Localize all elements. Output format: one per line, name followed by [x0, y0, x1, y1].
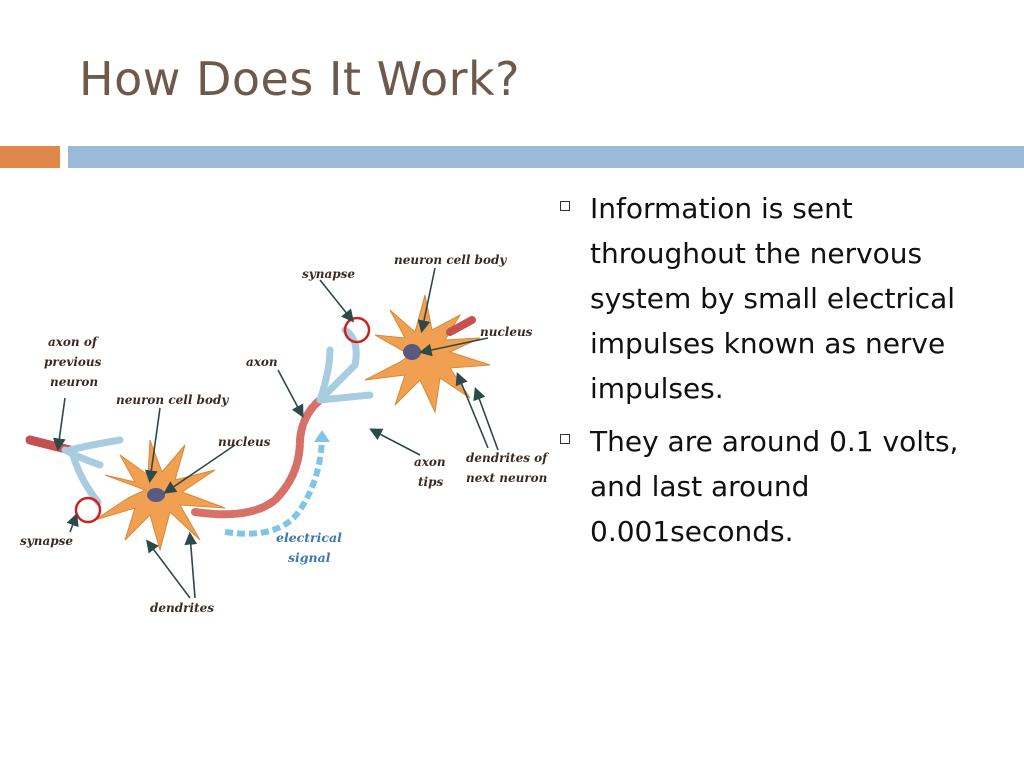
square-bullet-icon: [560, 434, 570, 444]
electrical-signal-arrow: [224, 430, 330, 537]
label-dendrites: dendrites: [150, 601, 214, 615]
label-synapse-top: synapse: [302, 267, 355, 281]
synapse-circle-bottom: [74, 496, 102, 524]
axon: [191, 396, 324, 519]
label-neuron-cell-body-left: neuron cell body: [116, 393, 229, 407]
label-dendrites-next-1: dendrites of: [466, 451, 549, 465]
label-axon-previous-2: previous: [44, 355, 102, 369]
label-axon-tips-1: axon: [414, 455, 446, 469]
label-axon-previous-1: axon of: [48, 335, 99, 349]
label-axon: axon: [246, 355, 278, 369]
accent-bar-blue: [68, 146, 1024, 168]
synapse-circle-top: [343, 316, 371, 344]
label-synapse-bottom: synapse: [20, 534, 73, 548]
neuron-diagram: synapse neuron cell body nucleus axon of…: [20, 253, 549, 615]
bullet-text: They are around 0.1 volts, and last arou…: [590, 425, 959, 548]
label-dendrites-next-2: next neuron: [466, 471, 547, 485]
square-bullet-icon: [560, 201, 570, 211]
slide-title: How Does It Work?: [79, 52, 521, 106]
pointer-arrows: [52, 267, 499, 599]
bullet-list: Information is sent throughout the nervo…: [557, 186, 997, 562]
accent-bar-orange: [0, 146, 60, 168]
left-neuron-cell-body: [94, 439, 226, 552]
label-axon-tips-2: tips: [418, 475, 443, 489]
axon-terminals: [316, 326, 374, 404]
right-neuron-cell-body: [364, 294, 491, 414]
label-nucleus-left: nucleus: [218, 435, 271, 449]
label-axon-previous-3: neuron: [50, 375, 98, 389]
previous-axon: [25, 435, 124, 506]
label-nucleus-top: nucleus: [480, 325, 533, 339]
bullet-item: Information is sent throughout the nervo…: [557, 186, 997, 411]
label-electrical-signal-2: signal: [288, 550, 331, 565]
label-neuron-cell-body-top: neuron cell body: [394, 253, 507, 267]
bullet-text: Information is sent throughout the nervo…: [590, 192, 956, 405]
bullet-item: They are around 0.1 volts, and last arou…: [557, 419, 997, 554]
label-electrical-signal-1: electrical: [276, 530, 342, 545]
